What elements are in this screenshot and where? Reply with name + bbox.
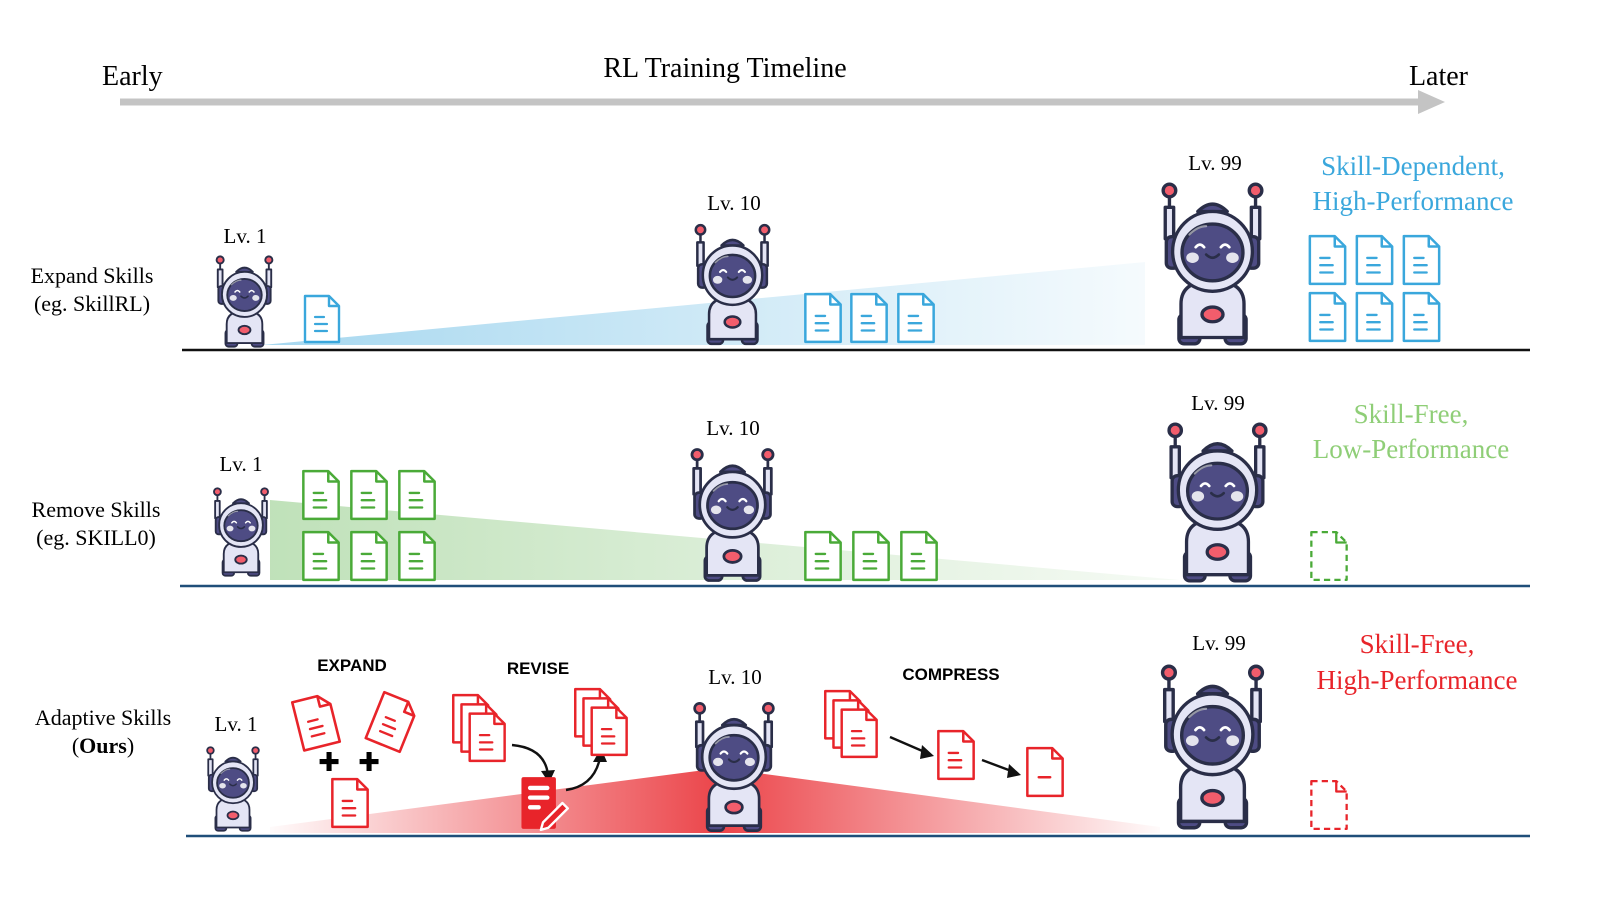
document-stack-icon	[453, 695, 504, 761]
document-icon	[350, 530, 388, 582]
timeline-end-label: Later	[1409, 61, 1469, 92]
robot-icon	[1163, 184, 1262, 344]
document-icon	[290, 692, 342, 752]
row-label-sub: (eg. SKILL0)	[36, 525, 156, 550]
outcome-label: Skill-Free,	[1354, 399, 1469, 429]
arrow-icon	[889, 735, 928, 755]
document-icon	[1355, 291, 1394, 343]
stage-label-revise: REVISE	[507, 659, 569, 678]
document-icon	[331, 777, 369, 829]
plus-icon: ✚	[358, 747, 380, 777]
document-icon	[302, 469, 340, 521]
row-label: Remove Skills	[32, 497, 161, 522]
timeline-start-label: Early	[102, 61, 163, 92]
row-label-sub: (Ours)	[72, 733, 134, 758]
document-icon	[350, 469, 388, 521]
row-expand-skills: Expand Skills (eg. SkillRL) Lv. 1 Lv. 10…	[31, 151, 1530, 352]
document-icon	[1402, 291, 1441, 343]
timeline-title: RL Training Timeline	[603, 53, 846, 84]
row-label: Adaptive Skills	[35, 705, 171, 730]
outcome-label-sub: High-Performance	[1317, 665, 1518, 695]
plus-icon: ✚	[318, 747, 340, 777]
row-label-sub: (eg. SkillRL)	[34, 291, 150, 316]
document-icon	[937, 729, 975, 781]
dashed-document-icon	[1310, 530, 1348, 582]
arrow-head	[541, 770, 555, 783]
document-icon	[1026, 746, 1064, 798]
document-icon	[1308, 291, 1347, 343]
level-label: Lv. 99	[1188, 151, 1241, 175]
row-adaptive-skills: Adaptive Skills (Ours) Lv. 1 EXPAND ✚ ✚ …	[35, 629, 1530, 838]
robot-icon	[215, 255, 274, 348]
row-remove-skills: Remove Skills (eg. SKILL0) Lv. 1 Lv. 10 …	[32, 391, 1530, 588]
skill-ramp-fall	[720, 768, 1160, 833]
document-icon	[302, 530, 340, 582]
document-icon	[398, 469, 436, 521]
level-label: Lv. 10	[706, 416, 759, 440]
level-label: Lv. 99	[1191, 391, 1244, 415]
level-label: Lv. 1	[220, 452, 263, 476]
stage-label-compress: COMPRESS	[902, 665, 999, 684]
timeline: Early RL Training Timeline Later	[102, 53, 1469, 114]
document-stack-icon	[575, 689, 626, 755]
arrow-icon	[565, 757, 602, 792]
document-icon	[804, 292, 842, 344]
document-stack-icon	[825, 691, 876, 757]
document-icon	[1402, 234, 1441, 286]
document-icon	[364, 690, 420, 754]
robot-icon	[1169, 424, 1266, 581]
dashed-document-icon	[1310, 779, 1348, 831]
outcome-label-sub: High-Performance	[1313, 186, 1514, 216]
robot-icon	[1163, 666, 1263, 828]
robot-icon	[689, 447, 776, 583]
stage-label-expand: EXPAND	[317, 656, 387, 675]
arrow-head	[1007, 764, 1021, 778]
document-icon	[850, 292, 888, 344]
arrow-head	[920, 745, 934, 759]
robot-icon	[694, 223, 771, 346]
skill-ramp-rise	[270, 768, 720, 833]
document-icon	[1308, 234, 1347, 286]
robot-icon	[206, 746, 260, 832]
outcome-label: Skill-Free,	[1360, 629, 1475, 659]
arrow-head	[593, 748, 607, 762]
row-label: Expand Skills	[31, 263, 154, 288]
document-icon	[303, 294, 341, 344]
document-icon	[900, 530, 938, 582]
outcome-label-sub: Low-Performance	[1313, 434, 1509, 464]
level-label: Lv. 10	[708, 665, 761, 689]
level-label: Lv. 99	[1192, 631, 1245, 655]
robot-icon	[692, 701, 776, 833]
document-icon	[1355, 234, 1394, 286]
document-icon	[897, 292, 935, 344]
document-icon	[804, 530, 842, 582]
robot-icon	[212, 487, 270, 577]
outcome-label: Skill-Dependent,	[1321, 151, 1505, 181]
level-label: Lv. 1	[224, 224, 267, 248]
arrow-icon	[511, 743, 550, 776]
document-icon	[852, 530, 890, 582]
timeline-arrow-head	[1418, 90, 1445, 114]
level-label: Lv. 1	[215, 712, 258, 736]
document-icon	[398, 530, 436, 582]
level-label: Lv. 10	[707, 191, 760, 215]
